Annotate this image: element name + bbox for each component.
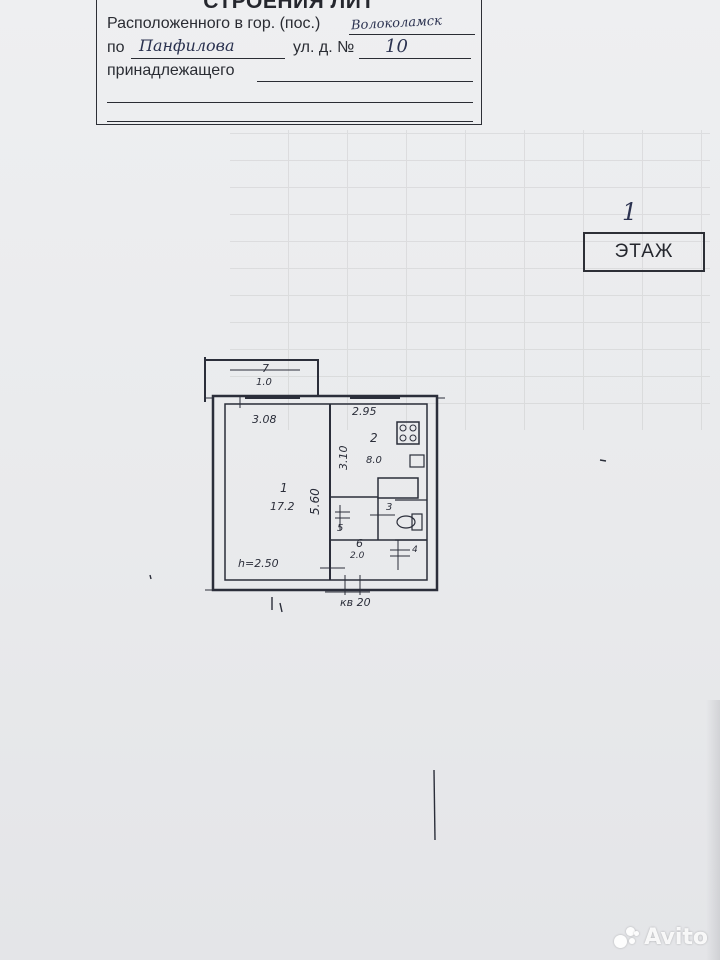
house-label: ул. д. № (293, 39, 355, 56)
kitchen-area: 8.0 (366, 455, 382, 466)
closet-number: 5 (337, 523, 343, 534)
room1-number: 1 (280, 481, 288, 495)
dim-kitchen-depth: 3.10 (337, 446, 350, 471)
bath-number: 3 (386, 502, 392, 513)
plan-walls (204, 357, 445, 595)
stamp-title: СТРОЕНИЯ ЛИТ (203, 0, 375, 13)
owner-rule (257, 81, 473, 82)
house-number-handwritten: 10 (385, 36, 408, 57)
registry-stamp: СТРОЕНИЯ ЛИТ Расположенного в гор. (пос.… (96, 0, 482, 125)
location-rule (349, 34, 475, 35)
hall-area: 2.0 (350, 551, 365, 561)
avito-text: Avito (644, 925, 708, 950)
blank-rule-2 (107, 121, 473, 122)
floor-number-handwritten: 1 (622, 198, 638, 226)
wc-number: 4 (412, 545, 418, 555)
ceiling-height: h=2.50 (238, 557, 279, 570)
kitchen-number: 2 (370, 431, 378, 445)
balcony-number: 7 (262, 362, 269, 375)
location-label: Расположенного в гор. (пос.) (107, 15, 321, 32)
balcony-outline (205, 359, 319, 395)
bleed-through-grid (230, 130, 710, 430)
balcony-area: 1.0 (256, 377, 272, 388)
stray-marks (149, 459, 607, 841)
street-rule (131, 58, 285, 59)
hall-number: 6 (356, 537, 363, 550)
inner-wall (224, 403, 428, 581)
street-handwritten: Панфилова (139, 36, 235, 55)
street-prefix: по (107, 39, 125, 56)
outer-wall (211, 394, 439, 592)
dim-length: 5.60 (308, 488, 322, 515)
dim-room1-width: 3.08 (252, 413, 277, 426)
blank-rule-1 (107, 102, 473, 103)
room1-area: 17.2 (270, 500, 295, 513)
floor-label-box: ЭТАЖ (583, 232, 705, 272)
apartment-label: кв 20 (340, 596, 371, 609)
owner-label: принадлежащего (107, 62, 235, 79)
dim-kitchen-width: 2.95 (352, 405, 377, 418)
house-rule (359, 58, 471, 59)
page-edge-shadow (706, 700, 720, 960)
avito-logo-icon (614, 926, 640, 949)
avito-watermark: Avito (614, 925, 708, 950)
